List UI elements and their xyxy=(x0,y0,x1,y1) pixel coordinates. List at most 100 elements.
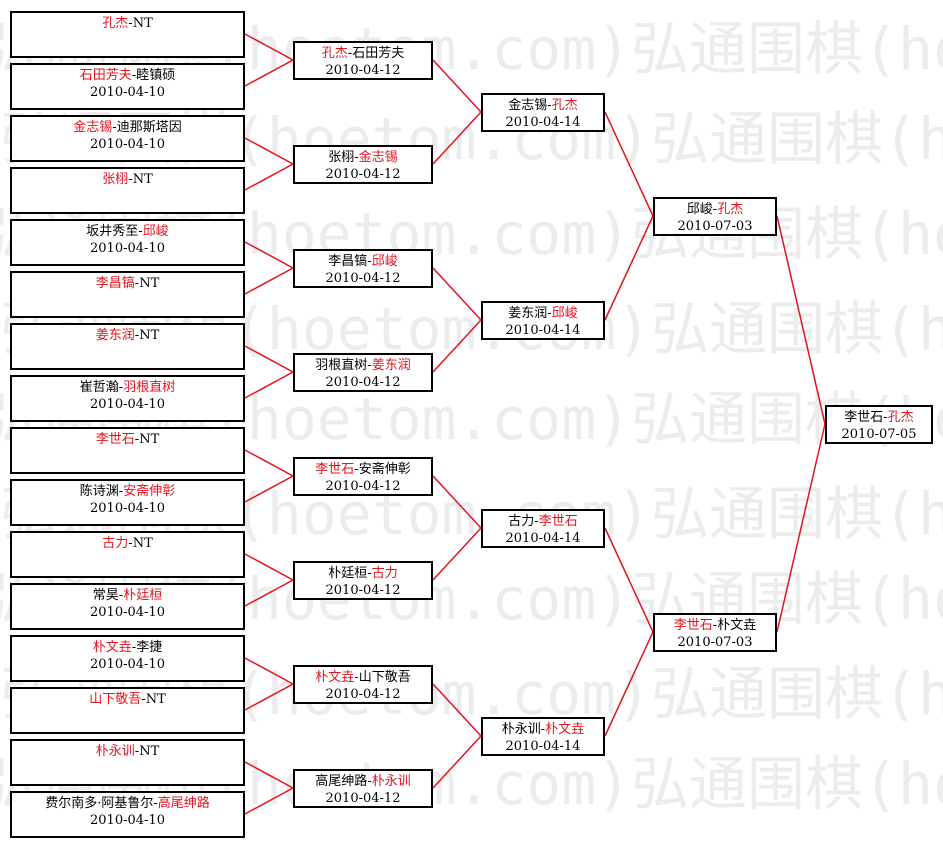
match-players: 孔杰-石田芳夫 xyxy=(295,45,431,62)
match-players: 石田芳夫-睦镇硕 xyxy=(12,67,243,84)
match-date: 2010-07-05 xyxy=(841,426,917,442)
player-separator: - xyxy=(712,201,718,217)
player-separator: - xyxy=(118,483,124,499)
match-date: 2010-04-10 xyxy=(90,240,165,256)
player-b: 朴文垚 xyxy=(717,617,757,633)
player-b: 朴廷桓 xyxy=(123,587,163,603)
connector-line xyxy=(244,33,294,61)
player-a: 石田芳夫 xyxy=(79,67,132,83)
match-box-round1-15[interactable]: 朴永训-NT xyxy=(10,738,245,786)
match-box-round1-14[interactable]: 山下敬吾-NT xyxy=(10,686,245,734)
connector-line xyxy=(244,579,294,607)
match-date: 2010-04-12 xyxy=(325,686,401,702)
player-b: 孔杰 xyxy=(551,97,578,113)
player-a: 古力 xyxy=(102,535,129,551)
connector-line xyxy=(244,683,294,711)
player-a: 李世石 xyxy=(315,461,355,477)
player-b: NT xyxy=(132,535,153,551)
player-a: 张栩 xyxy=(102,171,129,187)
match-box-round1-11[interactable]: 古力-NT xyxy=(10,530,245,578)
player-a: 金志锡 xyxy=(508,97,548,113)
match-players: 坂井秀至-邱峻 xyxy=(12,223,243,240)
player-separator: - xyxy=(367,773,372,789)
match-players: 李世石-孔杰 xyxy=(827,409,931,426)
match-players: 常昊-朴廷桓 xyxy=(12,587,243,604)
player-separator: - xyxy=(118,379,124,395)
player-b: 姜东润 xyxy=(371,357,411,373)
connector-line xyxy=(244,163,294,191)
match-players: 朴廷桓-古力 xyxy=(295,565,431,582)
match-box-round1-4[interactable]: 张栩-NT xyxy=(10,166,245,214)
player-b: 安斋伸彰 xyxy=(123,483,176,499)
match-date: 2010-04-12 xyxy=(325,374,401,390)
connector-line xyxy=(432,319,482,373)
match-players: 陈诗渊-安斋伸彰 xyxy=(12,483,243,500)
connector-line xyxy=(244,787,294,815)
connector-line xyxy=(604,215,654,321)
connector-line xyxy=(604,527,654,633)
match-players: 邱峻-孔杰 xyxy=(655,201,775,218)
match-date: 2010-07-03 xyxy=(677,634,753,650)
match-players: 朴永训-朴文垚 xyxy=(483,721,603,738)
player-a: 常昊 xyxy=(92,587,119,603)
player-separator: - xyxy=(141,691,146,707)
player-a: 姜东润 xyxy=(95,327,135,343)
player-b: 孔杰 xyxy=(717,201,744,217)
match-players: 朴文垚-李捷 xyxy=(12,639,243,656)
player-b: NT xyxy=(145,691,166,707)
connector-line xyxy=(432,683,482,737)
player-separator: - xyxy=(134,431,140,447)
player-separator: - xyxy=(367,565,372,581)
player-b: 李世石 xyxy=(538,513,578,529)
match-date: 2010-04-12 xyxy=(325,62,401,78)
player-separator: - xyxy=(134,327,140,343)
player-b: NT xyxy=(132,15,153,31)
player-separator: - xyxy=(534,513,539,529)
match-players: 张栩-金志锡 xyxy=(295,149,431,166)
match-players: 张栩-NT xyxy=(12,171,243,188)
player-b: 古力 xyxy=(371,565,398,581)
match-players: 崔哲瀚-羽根直树 xyxy=(12,379,243,396)
player-b: NT xyxy=(139,743,160,759)
match-players: 古力-李世石 xyxy=(483,513,603,530)
match-players: 朴永训-NT xyxy=(12,743,243,760)
match-box-round1-1[interactable]: 孔杰-NT xyxy=(10,10,245,58)
player-a: 李昌镐 xyxy=(95,275,135,291)
match-box-round1-9[interactable]: 李世石-NT xyxy=(10,426,245,474)
player-b: 安斋伸彰 xyxy=(358,461,411,477)
match-players: 李世石-朴文垚 xyxy=(655,617,775,634)
match-box-round1-7[interactable]: 姜东润-NT xyxy=(10,322,245,370)
player-a: 山下敬吾 xyxy=(89,691,142,707)
player-a: 羽根直树 xyxy=(315,357,368,373)
match-box-round1-6[interactable]: 李昌镐-NT xyxy=(10,270,245,318)
player-separator: - xyxy=(134,275,140,291)
player-b: 山下敬吾 xyxy=(358,669,411,685)
match-date: 2010-04-10 xyxy=(90,396,165,412)
match-date: 2010-04-12 xyxy=(325,582,401,598)
match-players: 姜东润-邱峻 xyxy=(483,305,603,322)
player-a: 费尔南多·阿基鲁尔 xyxy=(45,795,154,811)
